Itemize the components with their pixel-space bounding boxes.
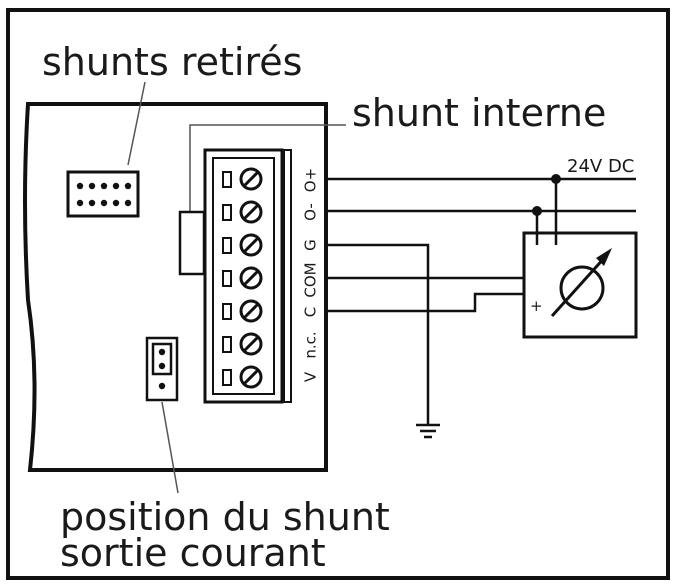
terminal-row [222,200,263,224]
outer-frame [6,8,670,580]
terminal-row [222,167,263,191]
terminal-row [222,365,263,389]
wires [326,177,636,424]
label-shunt-position: position du shunt [60,495,390,539]
wire-g [326,243,430,424]
terminal-label-nc: n.c. [302,331,320,358]
meter-arrow-icon [596,248,612,266]
junction-dot [532,206,542,216]
screw-icon [239,167,263,191]
removed-shunts-pins [76,182,132,207]
screw-icon [239,233,263,257]
terminal-row [222,332,263,356]
label-supply: 24V DC [567,156,634,177]
screw-icon [239,200,263,224]
meter-plus-label: + [530,297,543,315]
screw-icon [239,266,263,290]
terminal-label-com: COM [302,262,320,297]
device-housing [23,102,328,472]
screw-icon [239,332,263,356]
label-current-output: sortie courant [60,531,326,575]
leader-shunt-position [161,401,179,494]
terminal-block-strip [283,149,292,403]
terminal-label-g: G [302,239,320,251]
terminal-label-c: C [302,307,320,317]
screw-icon [239,299,263,323]
meter-box [522,231,638,339]
output-shunt-cap [151,342,173,376]
wire-c [326,292,524,313]
screw-icon [239,365,263,389]
label-internal-shunt: shunt interne [352,91,606,135]
meter-needle-icon [550,254,608,318]
terminal-label-o-minus: O- [302,203,320,221]
terminal-row [222,266,263,290]
terminal-label-v: V [302,371,320,382]
terminal-row [222,299,263,323]
terminal-block [203,148,284,404]
removed-shunts-block [66,170,140,218]
terminal-block-inner [212,157,275,395]
leader-internal-shunt [189,124,346,212]
label-shunts-removed: shunts retirés [42,40,302,84]
terminal-label-o-plus: O+ [302,168,320,192]
leader-shunts-removed [127,81,146,166]
terminal-row [222,233,263,257]
ground-icon [416,423,440,439]
junction-dot [551,174,561,184]
meter-gauge-icon [559,265,605,311]
internal-shunt [178,210,206,276]
output-shunt-jumper [145,336,179,402]
